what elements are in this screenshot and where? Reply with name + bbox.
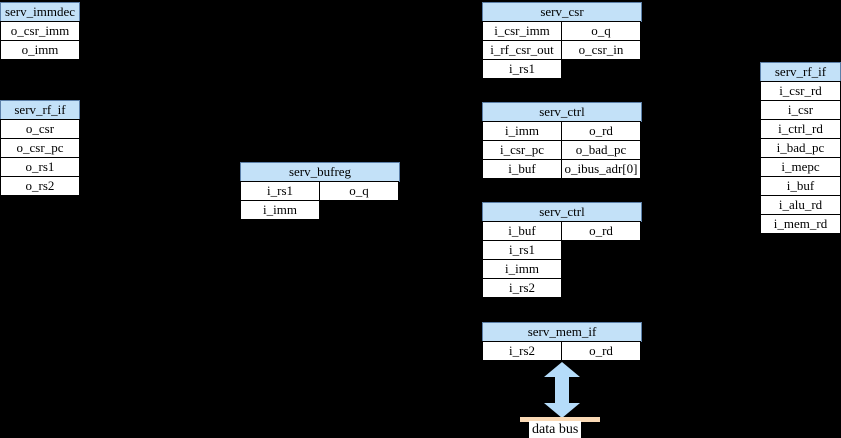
- port-cell: o_ibus_adr[0]: [561, 159, 641, 179]
- port-row: i_csr_rd: [760, 81, 841, 101]
- port-row: i_rs1: [482, 59, 642, 79]
- port-cell: i_ctrl_rd: [760, 119, 841, 139]
- port-cell: o_bad_pc: [561, 140, 641, 160]
- port-cell: o_csr_imm: [0, 21, 80, 41]
- port-cell: i_csr_pc: [482, 140, 562, 160]
- data-bus-label: data bus: [529, 421, 582, 438]
- port-row: i_ctrl_rd: [760, 119, 841, 139]
- port-row: i_imm: [482, 259, 642, 279]
- port-cell: o_rd: [561, 221, 641, 241]
- port-cell: i_imm: [482, 259, 562, 279]
- port-cell: i_mepc: [760, 157, 841, 177]
- port-cell: i_rs2: [482, 278, 562, 298]
- port-row: i_rs1: [482, 240, 642, 260]
- module-title: serv_rf_if: [760, 62, 841, 82]
- port-row: i_csr: [760, 100, 841, 120]
- port-cell: i_imm: [482, 121, 562, 141]
- port-cell: o_q: [561, 21, 641, 41]
- port-cell: i_csr: [760, 100, 841, 120]
- port-cell: o_imm: [0, 40, 80, 60]
- port-row: i_mepc: [760, 157, 841, 177]
- port-row: i_buf: [760, 176, 841, 196]
- port-cell: i_buf: [760, 176, 841, 196]
- port-row: o_csr_imm: [0, 21, 80, 41]
- data-bus-bar: [520, 417, 600, 422]
- module-title: serv_ctrl: [482, 202, 642, 222]
- module-title: serv_ctrl: [482, 102, 642, 122]
- port-cell: o_rs2: [0, 176, 80, 196]
- port-row: i_bad_pc: [760, 138, 841, 158]
- port-cell: o_rd: [561, 121, 641, 141]
- port-cell: o_rd: [561, 341, 641, 361]
- module-title: serv_rf_if: [0, 100, 80, 120]
- module-title: serv_immdec: [0, 2, 80, 22]
- module-title: serv_bufreg: [240, 162, 400, 182]
- port-cell: o_csr_in: [561, 40, 641, 60]
- port-cell: i_csr_imm: [482, 21, 562, 41]
- port-cell: i_imm: [240, 200, 320, 220]
- port-cell: i_rf_csr_out: [482, 40, 562, 60]
- port-cell: i_mem_rd: [760, 214, 841, 234]
- port-cell: i_bad_pc: [760, 138, 841, 158]
- port-row: o_rs2: [0, 176, 80, 196]
- port-cell: i_rs1: [482, 240, 562, 260]
- port-row: i_mem_rd: [760, 214, 841, 234]
- port-row: i_alu_rd: [760, 195, 841, 215]
- port-cell: i_alu_rd: [760, 195, 841, 215]
- port-cell: i_rs1: [482, 59, 562, 79]
- port-row: o_imm: [0, 40, 80, 60]
- data-bus-arrow-icon: [544, 362, 580, 418]
- port-row: i_imm: [240, 200, 400, 220]
- port-row: o_rs1: [0, 157, 80, 177]
- module-title: serv_csr: [482, 2, 642, 22]
- port-cell: o_q: [319, 181, 399, 201]
- port-cell: o_csr_pc: [0, 138, 80, 158]
- port-cell: i_buf: [482, 221, 562, 241]
- port-cell: i_buf: [482, 159, 562, 179]
- port-cell: i_rs2: [482, 341, 562, 361]
- port-row: o_csr: [0, 119, 80, 139]
- port-cell: i_csr_rd: [760, 81, 841, 101]
- port-row: o_csr_pc: [0, 138, 80, 158]
- module-title: serv_mem_if: [482, 322, 642, 342]
- port-cell: o_rs1: [0, 157, 80, 177]
- port-cell: i_rs1: [240, 181, 320, 201]
- port-row: i_rs2: [482, 278, 642, 298]
- port-cell: o_csr: [0, 119, 80, 139]
